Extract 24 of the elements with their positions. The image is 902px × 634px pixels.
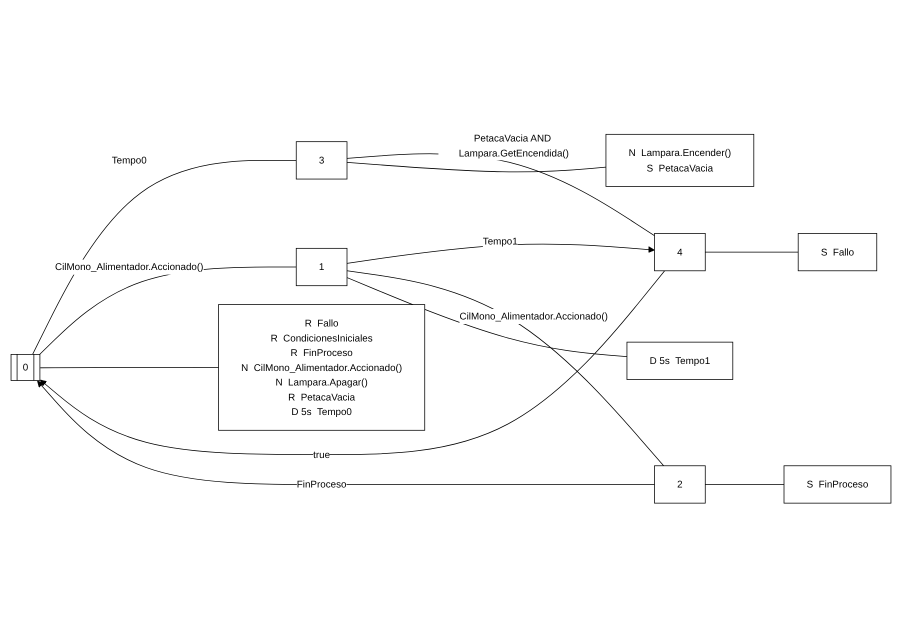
node-box: D 5s Tempo1 (626, 342, 734, 380)
connector (346, 162, 606, 172)
arrow (40, 270, 666, 456)
node-box: 2 (654, 465, 706, 504)
edge-label: Tempo0 (112, 154, 147, 166)
connector (40, 367, 219, 368)
connector (346, 277, 628, 357)
edge-label: true (313, 448, 330, 460)
node-box: N Lampara.Encender() S PetacaVacia (606, 134, 754, 187)
node-box: R Fallo R CondicionesIniciales R FinProceso N CilMono_Alimentador.Accionado() N Lampara.Apagar() R PetacaVacia D 5s Tempo0 (218, 304, 426, 431)
node-box: 3 (296, 141, 348, 180)
node-box: S Fallo (798, 233, 878, 272)
node-box: 4 (654, 233, 706, 272)
connector (346, 153, 655, 236)
arrow (37, 380, 655, 485)
edge-label: CilMono_Alimentador.Accionado() (55, 261, 204, 272)
connector (704, 484, 784, 485)
node-box: S FinProceso (784, 465, 892, 504)
edge-label: PetacaVacia AND Lampara.GetEncendida() (458, 132, 569, 158)
edge-label: FinProceso (296, 478, 346, 490)
edge-label: CilMono_Alimentador.Accionado() (460, 310, 608, 322)
connector (346, 270, 664, 466)
edge-label: Tempo1 (482, 235, 518, 247)
node-box: 1 (296, 248, 348, 286)
